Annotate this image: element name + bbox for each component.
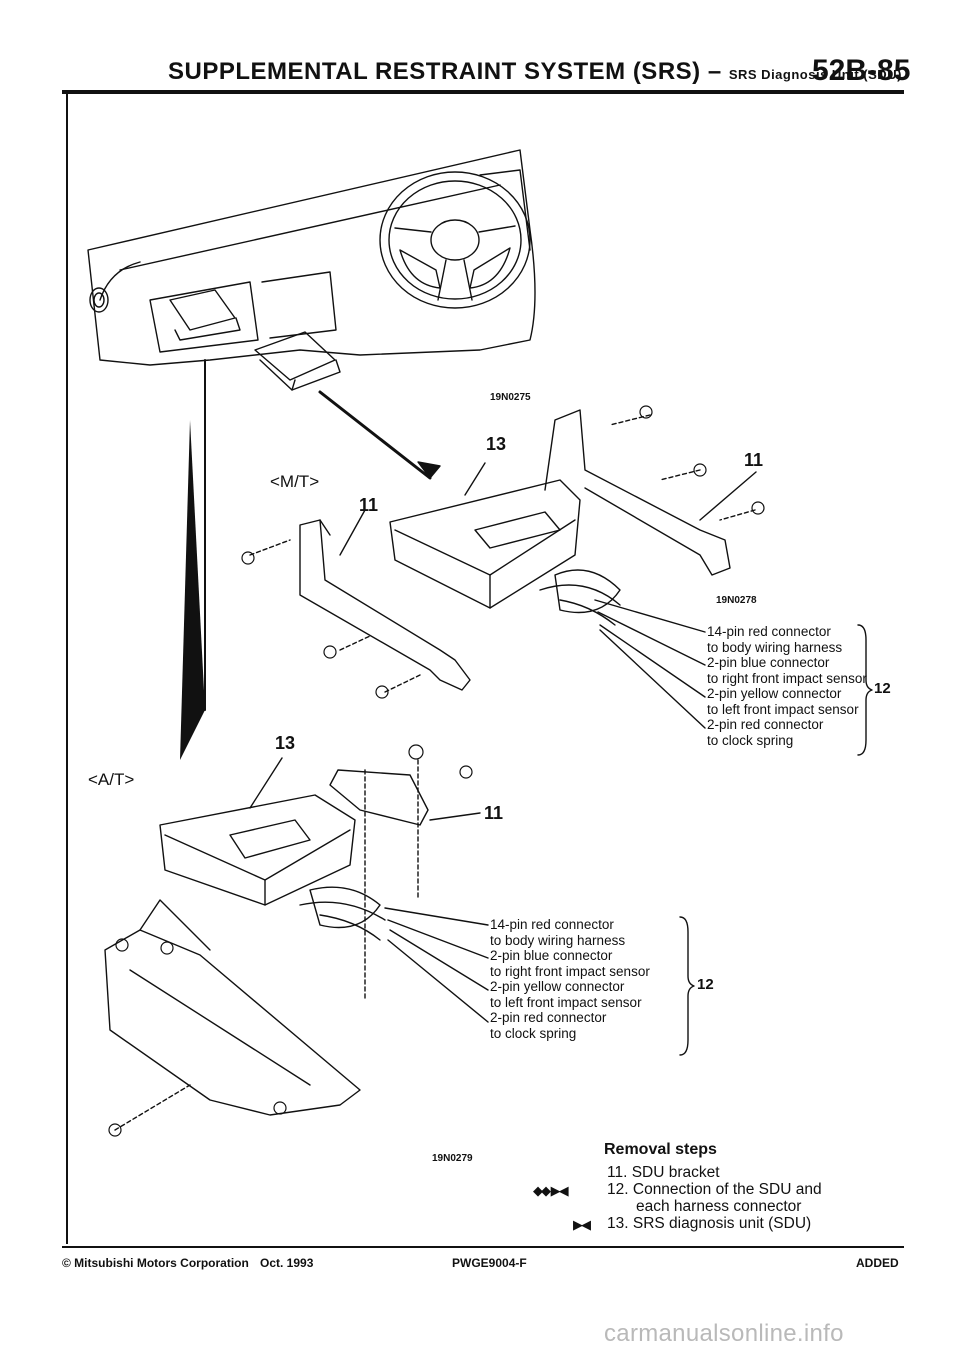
footer-status: ADDED xyxy=(856,1256,899,1270)
connector-line: to body wiring harness xyxy=(490,932,626,948)
callout-11-at: 11 xyxy=(484,803,504,823)
leader-mt xyxy=(318,390,432,480)
figure-code-1: 19N0275 xyxy=(490,392,531,403)
steering-wheel-drawing xyxy=(379,171,531,309)
connector-line: 2-pin blue connector xyxy=(490,948,613,963)
step-text: SRS diagnosis unit (SDU) xyxy=(632,1215,812,1232)
figure-code-3: 19N0279 xyxy=(432,1153,473,1164)
connector-line: 2-pin yellow connector xyxy=(707,686,842,701)
connector-line: 2-pin yellow connector xyxy=(490,979,625,994)
dashboard-drawing xyxy=(87,149,536,391)
removal-step-12-cont: each harness connector xyxy=(636,1198,802,1215)
footer-rule xyxy=(62,1246,904,1248)
step-number: 11. xyxy=(607,1164,628,1181)
page-title: SUPPLEMENTAL RESTRAINT SYSTEM (SRS) – SR… xyxy=(168,58,902,86)
mt-connector-list: 14-pin red connector to body wiring harn… xyxy=(707,624,867,748)
at-connector-list: 14-pin red connector to body wiring harn… xyxy=(490,917,650,1041)
at-assembly-drawing xyxy=(104,759,429,1131)
variant-mt: <M/T> xyxy=(270,472,320,491)
connector-line: 2-pin red connector xyxy=(490,1010,607,1025)
callout-13-mt: 13 xyxy=(486,434,507,454)
connector-line: to body wiring harness xyxy=(707,639,843,655)
step-number: 13. xyxy=(607,1215,629,1232)
removal-step-13: 13. SRS diagnosis unit (SDU) xyxy=(607,1215,811,1232)
step-13-marks: ▶◀ xyxy=(573,1217,591,1232)
footer-doc-code: PWGE9004-F xyxy=(452,1256,527,1270)
left-rule xyxy=(66,94,68,1244)
callout-11-mt-left: 11 xyxy=(359,495,379,515)
figure-code-2: 19N0278 xyxy=(716,595,757,606)
section-subtitle: SRS Diagnosis Unit (SDU) xyxy=(728,67,902,82)
variant-at: <A/T> xyxy=(88,770,135,789)
callout-11-mt-right: 11 xyxy=(744,450,764,470)
connector-line: 2-pin blue connector xyxy=(707,655,830,670)
callout-12-mt: 12 xyxy=(874,680,891,697)
connector-line: to left front impact sensor xyxy=(707,701,859,717)
connector-line: to right front impact sensor xyxy=(707,670,867,686)
header-rule xyxy=(62,90,904,94)
footer-date: Oct. 1993 xyxy=(260,1256,314,1270)
callout-13-at: 13 xyxy=(275,733,296,753)
at-bolts xyxy=(108,744,473,1137)
mt-bolts xyxy=(241,405,765,699)
leader-mt-head xyxy=(417,461,441,479)
removal-step-12: 12. Connection of the SDU and xyxy=(607,1181,822,1198)
step-text: Connection of the SDU and xyxy=(632,1181,822,1198)
removal-step-11: 11. SDU bracket xyxy=(607,1164,720,1181)
connector-line: 14-pin red connector xyxy=(707,624,831,639)
step-12-marks: ◆◆ ▶◀ xyxy=(533,1183,569,1198)
leader-at-head xyxy=(180,420,205,760)
at-brace xyxy=(679,916,695,1056)
callout-12-at: 12 xyxy=(697,976,714,993)
mt-assembly-drawing xyxy=(249,409,756,693)
mt-brace xyxy=(857,624,873,756)
page-number: 52B-85 xyxy=(812,54,911,87)
footer-copyright: © Mitsubishi Motors Corporation xyxy=(62,1256,249,1270)
connector-line: 2-pin red connector xyxy=(707,717,824,732)
section-title: SUPPLEMENTAL RESTRAINT SYSTEM (SRS) – xyxy=(168,58,722,85)
connector-line: 14-pin red connector xyxy=(490,917,614,932)
connector-line: to clock spring xyxy=(490,1025,577,1041)
removal-steps-title: Removal steps xyxy=(604,1141,717,1158)
connector-line: to clock spring xyxy=(707,732,794,748)
connector-line: to right front impact sensor xyxy=(490,963,650,979)
watermark: carmanualsonline.info xyxy=(604,1320,844,1347)
connector-line: to left front impact sensor xyxy=(490,994,642,1010)
step-number: 12. xyxy=(607,1181,629,1198)
step-text: SDU bracket xyxy=(631,1164,720,1181)
